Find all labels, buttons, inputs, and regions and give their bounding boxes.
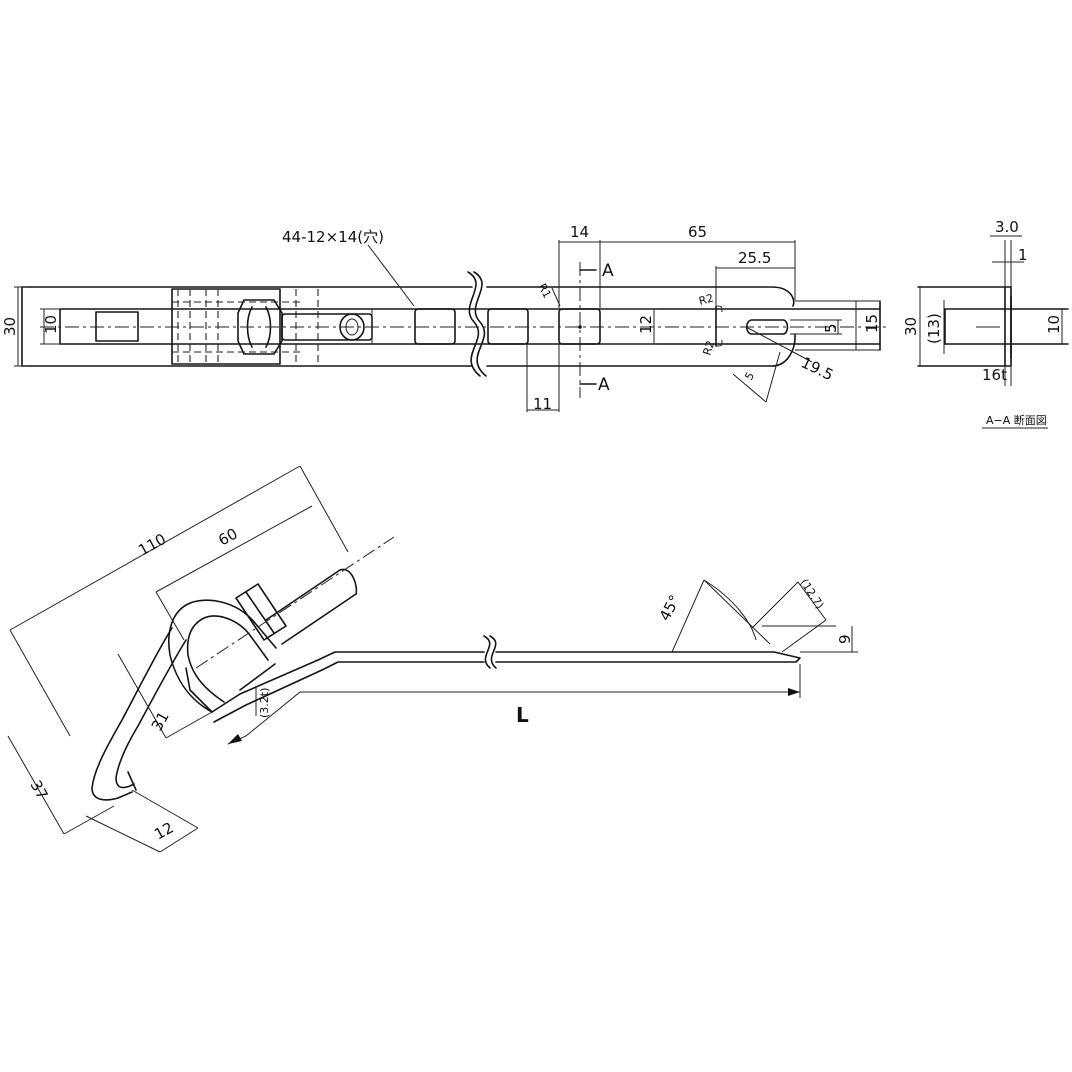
dim-l-arrow — [788, 688, 800, 696]
dim-l-arrow-left — [228, 734, 242, 744]
bolt-nut — [235, 583, 287, 641]
section-mark-top: A — [602, 261, 614, 281]
end-slot — [745, 319, 789, 335]
bolt-nut-edge — [245, 591, 275, 634]
side-dim-length: L — [516, 703, 529, 727]
r2-bottom-fillet — [715, 339, 723, 347]
dim-60-ext — [155, 591, 185, 641]
section-dim-10: 10 — [1045, 315, 1063, 334]
dim-31-ext — [165, 711, 213, 739]
r2-top-fillet — [715, 305, 723, 313]
hole-3-center — [578, 325, 582, 329]
hook-tip — [127, 771, 137, 791]
section-dim-height: 30 — [902, 317, 920, 336]
blade-transition-top — [211, 659, 319, 713]
dim-31-line — [117, 653, 167, 739]
dim-12-7-box — [751, 581, 827, 653]
section-view: 3.0 1 30 (13) 10 16t A−A 断面図 — [902, 218, 1069, 429]
dim-12-hook-end — [159, 827, 199, 853]
section-dim-thickness: 3.0 — [995, 218, 1019, 236]
dim-slot-5: 5 — [822, 323, 840, 333]
dim-37-ext — [63, 805, 115, 835]
nut — [237, 299, 283, 355]
radius-r1: R1 — [535, 281, 553, 300]
dim-shaft-dia: 10 — [42, 315, 60, 334]
section-dim-inner: (13) — [925, 313, 943, 344]
section-plate — [1004, 286, 1012, 367]
radius-r2-top: R2 — [697, 292, 715, 308]
staple-leg — [239, 663, 276, 691]
dim-width-12: 12 — [637, 315, 655, 334]
dim-slot-width: 14 — [570, 223, 589, 241]
dim-37-line — [7, 735, 65, 835]
side-dim-angle: 45° — [656, 592, 684, 624]
section-mark-bottom: A — [598, 375, 610, 395]
plate-outline — [21, 286, 796, 367]
side-dim-60: 60 — [215, 524, 240, 549]
dim-60-line — [155, 505, 313, 593]
hole-callout: 44-12×14(穴) — [282, 228, 384, 246]
dim-end-15: 15 — [863, 314, 881, 333]
side-dim-37: 37 — [27, 777, 52, 802]
r1-leader — [551, 287, 561, 307]
side-dim-3-2: (3.2t) — [258, 688, 271, 718]
section-dim-plate: 16t — [982, 366, 1007, 384]
angle-45-edge — [703, 579, 771, 645]
angle-45-arc — [703, 579, 757, 641]
section-title: A−A 断面図 — [986, 413, 1047, 427]
dim-12-hook-line — [85, 815, 161, 853]
dim-11: 11 — [533, 395, 552, 413]
dim-12-hook-ext — [131, 789, 199, 829]
blade-transition-bottom — [213, 669, 323, 723]
blade — [317, 651, 801, 671]
dim-110-line — [9, 465, 301, 631]
angle-45-ext — [671, 579, 705, 653]
dim-gap-5-ext — [765, 351, 781, 403]
side-break-wave-1 — [483, 635, 491, 669]
dim-110-ext-bottom — [9, 629, 71, 737]
dim-length-65: 65 — [688, 223, 707, 241]
dim-gap-5: 5 — [742, 370, 757, 383]
dim-gap-5-line — [732, 373, 767, 403]
top-view: A A 30 10 44-12×14(穴) 14 65 25.5 R1 — [1, 223, 890, 413]
side-view: 110 60 31 (3.2t) 37 12 L 45° — [7, 465, 858, 853]
dim-110-ext-top — [299, 465, 349, 553]
staple-inner — [186, 615, 269, 703]
hook-outer — [91, 627, 173, 801]
dim-19-5-leader — [747, 327, 813, 363]
side-dim-110: 110 — [135, 530, 169, 560]
side-dim-9: 9 — [836, 634, 854, 644]
dim-overall-height: 30 — [1, 317, 19, 336]
side-break-wave-2 — [489, 635, 497, 669]
side-dim-12: 12 — [151, 818, 176, 843]
radius-r2-bottom: R2 — [700, 339, 717, 357]
dim-radius-19-5: 19.5 — [798, 353, 836, 384]
hook-inner — [115, 639, 187, 789]
break-wave-2 — [473, 271, 487, 377]
hole-callout-leader — [367, 244, 415, 307]
dim-length-25-5: 25.5 — [738, 249, 771, 267]
side-dim-12-7: (12.7) — [797, 577, 826, 612]
bolt-body — [265, 569, 357, 645]
staple-foot — [185, 667, 213, 713]
dim-l-line — [227, 691, 800, 745]
bolt-center-line — [195, 536, 395, 669]
section-dim-1: 1 — [1018, 246, 1028, 264]
break-wave-1 — [467, 271, 481, 377]
bolt-end — [339, 568, 358, 595]
